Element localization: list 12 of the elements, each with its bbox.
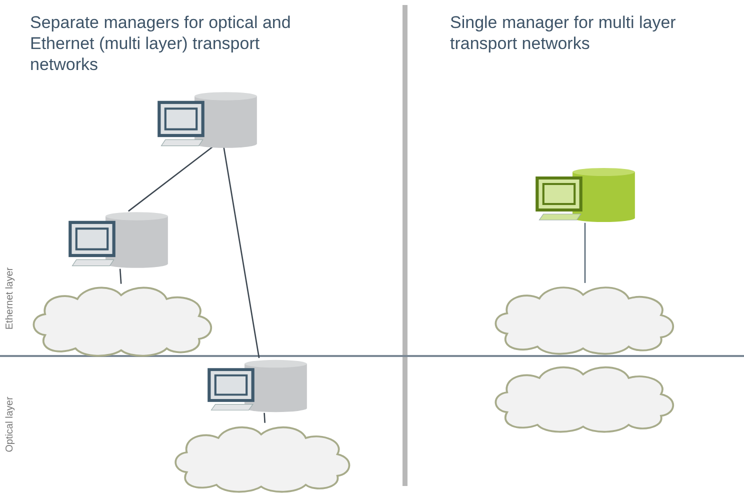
workstation-icon: [205, 358, 309, 414]
workstation-icon: [66, 210, 170, 270]
workstation-icon: [155, 90, 259, 150]
layer-label: Optical layer: [4, 396, 16, 452]
connector-line: [128, 146, 214, 212]
layer-label: Ethernet layer: [4, 266, 16, 330]
panel-heading: Separate managers for optical and Ethernet (multi layer) transport networks: [30, 12, 292, 75]
connector-line: [119, 268, 122, 284]
panel-heading: Single manager for multi layer transport networks: [450, 12, 677, 54]
connector-line: [223, 146, 260, 358]
connector-line: [264, 412, 266, 423]
workstation-icon: [533, 166, 637, 224]
